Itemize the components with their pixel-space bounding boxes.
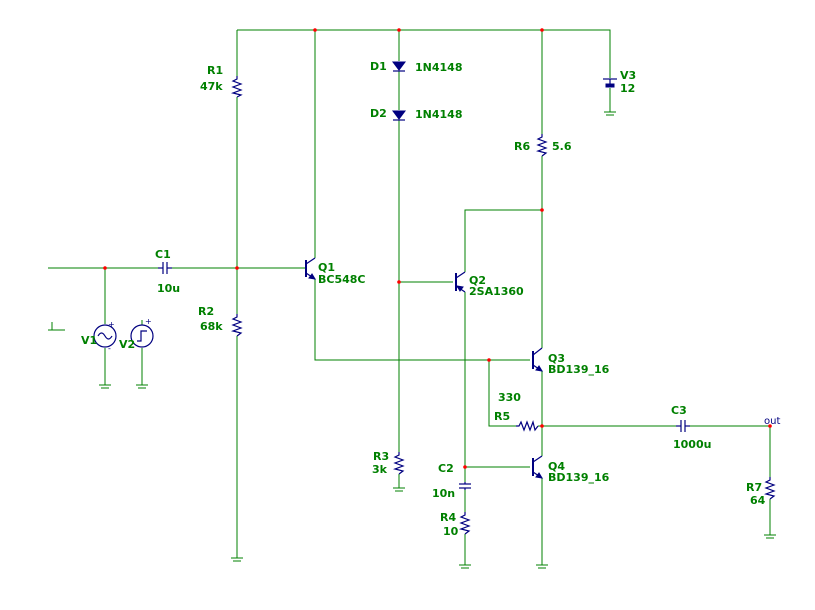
c1-ref-label: C1: [155, 248, 171, 261]
d1-value-label: 1N4148: [415, 61, 462, 74]
wires: [48, 29, 771, 565]
resistor-r6[interactable]: [535, 134, 548, 157]
c1-value-label: 10u: [157, 282, 180, 295]
junctions: [103, 28, 772, 469]
junction-dot: [768, 424, 772, 428]
q1-value-label: BC548C: [318, 273, 366, 286]
r6-ref-label: R6: [514, 140, 530, 153]
polarity-minus: -: [108, 344, 111, 353]
q3-value-label: BD139_16: [548, 363, 610, 376]
r4-ref-label: R4: [440, 511, 456, 524]
junction-dot: [540, 208, 544, 212]
junction-dot: [540, 424, 544, 428]
r2-value-label: 68k: [200, 320, 223, 333]
resistor-r7[interactable]: [763, 477, 776, 500]
r5-ref-label: R5: [494, 410, 510, 423]
resistor-r4[interactable]: [458, 512, 471, 535]
d2-value-label: 1N4148: [415, 108, 462, 121]
v3-value-label: 12: [620, 82, 635, 95]
resistor-r1[interactable]: [230, 76, 243, 98]
r6-value-label: 5.6: [552, 140, 572, 153]
junction-dot: [487, 358, 491, 362]
r2-ref-label: R2: [198, 305, 214, 318]
r5-value-label: 330: [498, 391, 521, 404]
r7-value-label: 64: [750, 494, 766, 507]
transistor-q2[interactable]: [455, 271, 466, 293]
battery-v3[interactable]: [603, 78, 617, 88]
resistor-r5[interactable]: [516, 419, 539, 432]
polarity-plus: +: [145, 317, 152, 326]
net-label-out: out: [764, 416, 780, 427]
capacitor-c2[interactable]: [459, 482, 471, 490]
junction-dot: [235, 266, 239, 270]
d1-ref-label: D1: [370, 60, 387, 73]
wire: [488, 360, 516, 427]
ground-icon: [764, 534, 776, 539]
diode-d1[interactable]: [392, 61, 406, 72]
r4-value-label: 10: [443, 525, 459, 538]
ground-symbols: [48, 111, 776, 569]
ground-icon: [604, 111, 616, 116]
c2-value-label: 10n: [432, 487, 455, 500]
wire: [314, 279, 530, 361]
capacitor-c1[interactable]: [158, 262, 172, 274]
q3-ref-label: Q3: [548, 352, 565, 365]
polarity-plus: +: [108, 320, 115, 329]
q4-ref-label: Q4: [548, 460, 565, 473]
transistor-q4[interactable]: [532, 455, 543, 479]
c3-ref-label: C3: [671, 404, 687, 417]
c3-value-label: 1000u: [673, 438, 711, 451]
v2-ref-label: V2: [119, 338, 135, 351]
ground-icon: [393, 487, 405, 492]
r3-ref-label: R3: [373, 450, 389, 463]
r3-value-label: 3k: [372, 463, 388, 476]
q4-value-label: BD139_16: [548, 471, 610, 484]
capacitor-c3[interactable]: [676, 420, 690, 432]
d2-ref-label: D2: [370, 107, 387, 120]
ground-icon: [99, 384, 111, 389]
r1-value-label: 47k: [200, 80, 223, 93]
transistor-q1[interactable]: [305, 257, 316, 280]
transistor-q3[interactable]: [532, 347, 543, 372]
junction-dot: [397, 28, 401, 32]
v1-ref-label: V1: [81, 334, 97, 347]
c2-ref-label: C2: [438, 462, 454, 475]
r1-ref-label: R1: [207, 64, 223, 77]
junction-dot: [103, 266, 107, 270]
q2-ref-label: Q2: [469, 274, 486, 287]
ground-icon: [136, 384, 148, 389]
diode-d2[interactable]: [392, 110, 406, 121]
junction-dot: [313, 28, 317, 32]
wire: [464, 209, 542, 272]
r7-ref-label: R7: [746, 481, 762, 494]
wire-top-rail: [237, 29, 611, 78]
ground-icon: [459, 564, 471, 569]
ground-icon: [48, 322, 65, 331]
junction-dot: [463, 465, 467, 469]
junction-dot: [397, 280, 401, 284]
q1-ref-label: Q1: [318, 261, 335, 274]
junction-dot: [540, 28, 544, 32]
v3-ref-label: V3: [620, 69, 636, 82]
component-labels: R1 47k C1 10u R2 68k V1 V2 Q1 BC548C D1 …: [81, 60, 780, 538]
voltage-source-v1[interactable]: + -: [93, 320, 117, 353]
resistor-r2[interactable]: [230, 314, 243, 337]
ground-icon: [536, 564, 548, 569]
resistor-r3[interactable]: [392, 452, 405, 475]
q2-value-label: 2SA1360: [469, 285, 524, 298]
voltage-source-v2[interactable]: +: [130, 317, 154, 348]
ground-icon: [231, 557, 243, 562]
